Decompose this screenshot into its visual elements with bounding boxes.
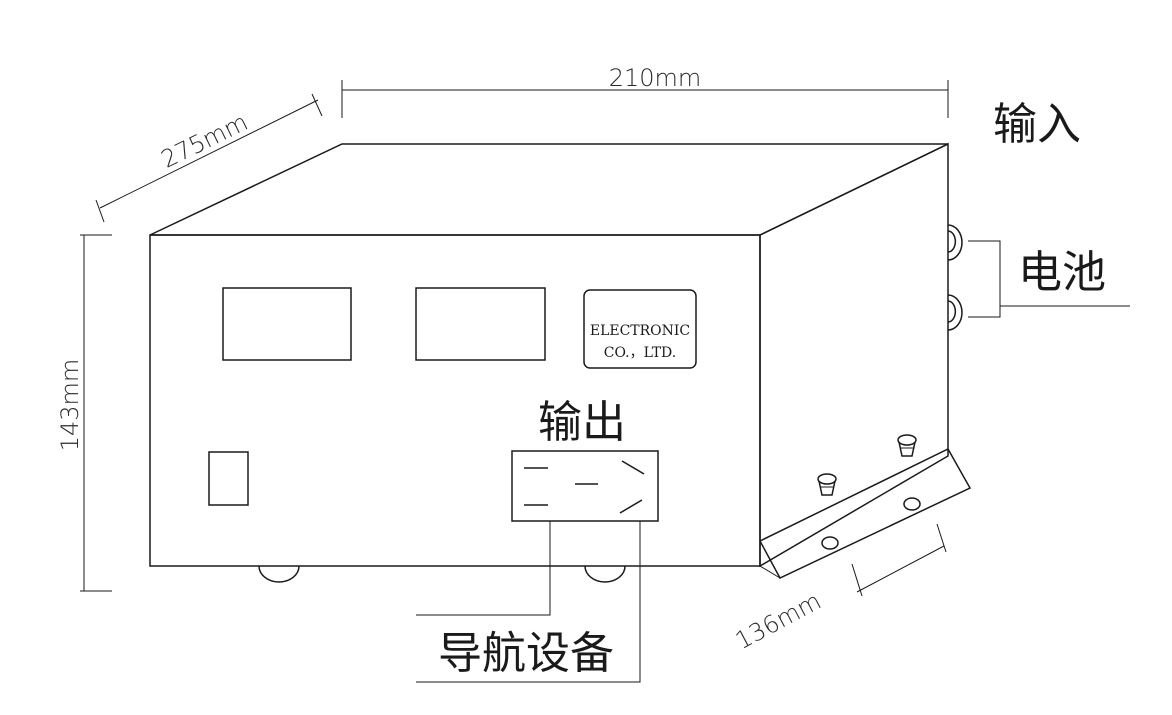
output-socket — [511, 450, 659, 522]
foot-left — [258, 565, 300, 583]
label-output: 输出 — [538, 397, 626, 448]
nameplate-line1: ELECTRONIC — [590, 323, 690, 339]
side-screw-1 — [817, 473, 837, 496]
dimension-width-label: 210mm — [609, 64, 702, 92]
display-window-left — [222, 287, 352, 361]
dimension-bracket-label: 136mm — [731, 587, 826, 655]
box-front-face — [149, 234, 761, 567]
label-navigation: 导航设备 — [438, 628, 614, 679]
device-box — [149, 142, 949, 568]
box-top-face — [149, 143, 949, 236]
dimension-height: 143mm — [56, 234, 112, 592]
dimension-height-label: 143mm — [56, 359, 84, 452]
mounting-bracket — [758, 448, 972, 579]
display-window-right — [415, 287, 546, 361]
label-battery: 电池 — [1018, 247, 1106, 298]
label-input: 输入 — [993, 99, 1081, 150]
side-screw-2 — [897, 434, 917, 457]
navigation-leader — [416, 521, 641, 683]
power-switch — [208, 451, 249, 506]
dimension-depth: 275mm — [95, 93, 323, 223]
nameplate: ELECTRONIC CO.，LTD. — [583, 289, 697, 369]
dimension-depth-label: 275mm — [157, 108, 252, 174]
nameplate-line2: CO.，LTD. — [604, 345, 677, 361]
battery-terminal-bottom — [947, 294, 963, 331]
box-side-face — [759, 142, 949, 568]
dimension-width: 210mm — [341, 64, 949, 118]
foot-right — [584, 565, 626, 583]
battery-terminals — [947, 224, 1130, 331]
battery-terminal-top — [947, 224, 963, 261]
